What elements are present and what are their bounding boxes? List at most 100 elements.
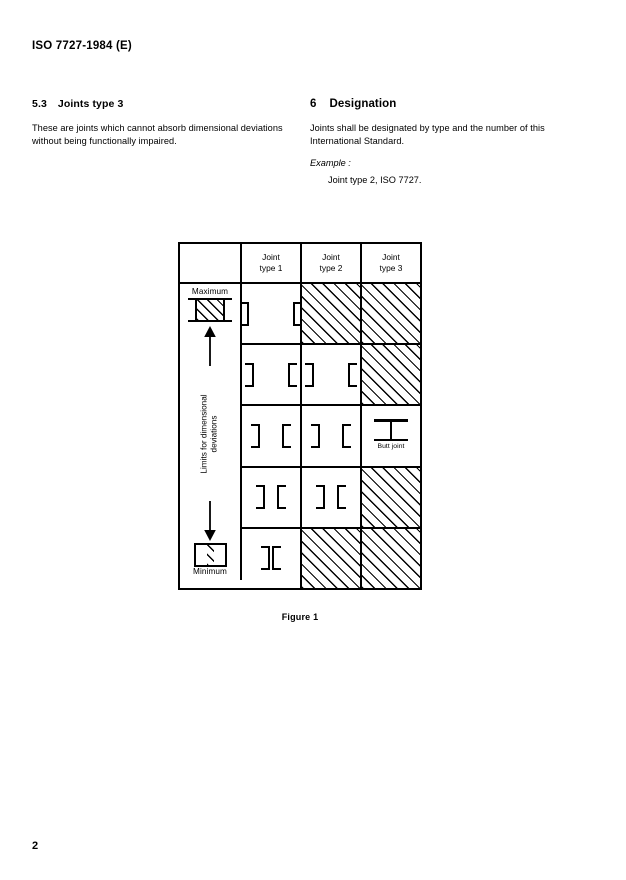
flange-left-icon [193,543,207,567]
axis-vertical-label: Limits for dimensional deviations [170,368,249,499]
matrix-body: Maximum Limits for d [180,284,420,588]
clause-title: Joints type 3 [57,98,124,110]
clause-number: 6 [310,98,317,110]
matrix-row [242,284,420,346]
clause-number: 5.3 [32,98,47,110]
bracket-left-open-icon [277,485,286,510]
down-arrow-wrap [202,499,218,543]
axis-vertical-label-line2: deviations [210,415,219,452]
matrix-cell-r3-c1 [242,406,300,465]
bracket-left-open-icon [342,423,351,448]
bracket-right-open-icon [305,362,314,387]
matrix-cell-r1-c3 [360,284,420,344]
clause-heading-6: 6 Designation [310,98,582,110]
butt-joint-label: Butt joint [377,443,405,451]
matrix-row [242,345,420,407]
joint-gap-glyph [305,362,357,387]
page-number: 2 [32,840,39,852]
joint-gap-spacer [314,363,348,387]
bracket-left-open-icon [337,485,346,510]
axis-maximum-label: Maximum [191,287,229,296]
gap-hatch-fill [197,298,223,322]
gap-hatch-fill [206,543,214,567]
bracket-right-open-icon [256,485,265,510]
column-header-line2: type 2 [319,263,343,273]
clause-5-3-paragraph: These are joints which cannot absorb dim… [32,123,283,146]
matrix-cell-r4-c3 [360,467,420,527]
bracket-right-open-icon [311,423,320,448]
matrix-cell-r3-c3: Butt joint [360,406,420,466]
example-label: Example : [310,158,351,168]
bracket-left-open-icon [288,362,297,387]
joint-gap-glyph [311,423,351,448]
joint-gap-glyph [242,301,300,326]
flange-right-icon [213,543,227,567]
matrix-corner-cell [180,244,240,284]
matrix-cell-r2-c2 [300,345,360,405]
column-header-line1: Joint [322,252,340,262]
butt-joint-glyph: Butt joint [374,406,408,465]
bracket-right-open-icon [261,546,270,571]
arrow-up-icon [204,326,216,366]
column-header-joint-type-2: Joint type 2 [300,244,360,284]
butt-joint-icon [374,419,408,442]
joint-gap-glyph [261,546,281,571]
joint-gap-glyph [245,362,297,387]
arrow-down-icon [204,501,216,541]
joint-gap-spacer [320,424,342,448]
bracket-right-open-icon [245,362,254,387]
column-header-line2: type 3 [379,263,403,273]
matrix-header-row: Joint type 1 Joint type 2 Joint type 3 [180,244,420,284]
axis-vertical-label-line1: Limits for dimensional [200,393,209,474]
matrix-cell-grid: Butt joint [242,284,420,588]
column-header-line2: type 1 [259,263,283,273]
matrix-cell-r2-c1 [242,345,300,404]
column-header-joint-type-3: Joint type 3 [360,244,420,284]
maximum-gap-glyph [188,298,232,322]
bracket-right-open-icon [188,298,197,322]
figure-1: Joint type 1 Joint type 2 Joint type 3 M… [178,242,422,622]
bracket-left-open-icon [293,301,300,326]
joint-gap-spacer [325,485,337,509]
matrix-cell-r4-c2 [300,467,360,527]
axis-minimum-label: Minimum [193,567,227,576]
bracket-right-open-icon [242,301,249,326]
left-text-column: 5.3 Joints type 3 These are joints which … [32,98,304,158]
column-header-line1: Joint [382,252,400,262]
bracket-left-open-icon [223,298,232,322]
minimum-gap-glyph [193,543,227,567]
up-arrow-wrap [202,324,218,368]
column-header-line1: Joint [262,252,280,262]
document-header: ISO 7727-1984 (E) [32,40,132,52]
matrix-cell-r1-c2 [300,284,360,344]
matrix-row: Butt joint [242,406,420,468]
matrix-cell-r2-c3 [360,345,420,405]
matrix-row [242,467,420,529]
matrix-cell-r5-c3 [360,528,420,588]
joint-gap-spacer [265,485,277,509]
clause-6-paragraph: Joints shall be designated by type and t… [310,123,545,146]
clause-title: Designation [329,98,397,110]
column-header-joint-type-1: Joint type 1 [240,244,300,284]
bracket-right-open-icon [251,423,260,448]
bracket-left-open-icon [348,362,357,387]
joint-gap-glyph [256,485,286,510]
matrix-cell-r5-c2 [300,528,360,588]
matrix-row [242,528,420,588]
deviation-axis-column: Maximum Limits for d [180,284,242,580]
bracket-right-open-icon [316,485,325,510]
matrix-cell-r5-c1 [242,529,300,588]
joint-gap-spacer [254,363,288,387]
butt-joint-stem [389,419,393,442]
matrix-cell-r1-c1 [242,284,300,343]
example-value: Joint type 2, ISO 7727. [328,175,422,185]
joint-gap-glyph [316,485,346,510]
joint-gap-spacer [249,302,293,326]
right-text-column: 6 Designation Joints shall be designated … [310,98,582,185]
joint-gap-spacer [260,424,282,448]
clause-heading-5-3: 5.3 Joints type 3 [32,98,304,110]
joint-type-matrix: Joint type 1 Joint type 2 Joint type 3 M… [178,242,422,590]
joint-gap-glyph [251,423,291,448]
matrix-cell-r4-c1 [242,468,300,527]
